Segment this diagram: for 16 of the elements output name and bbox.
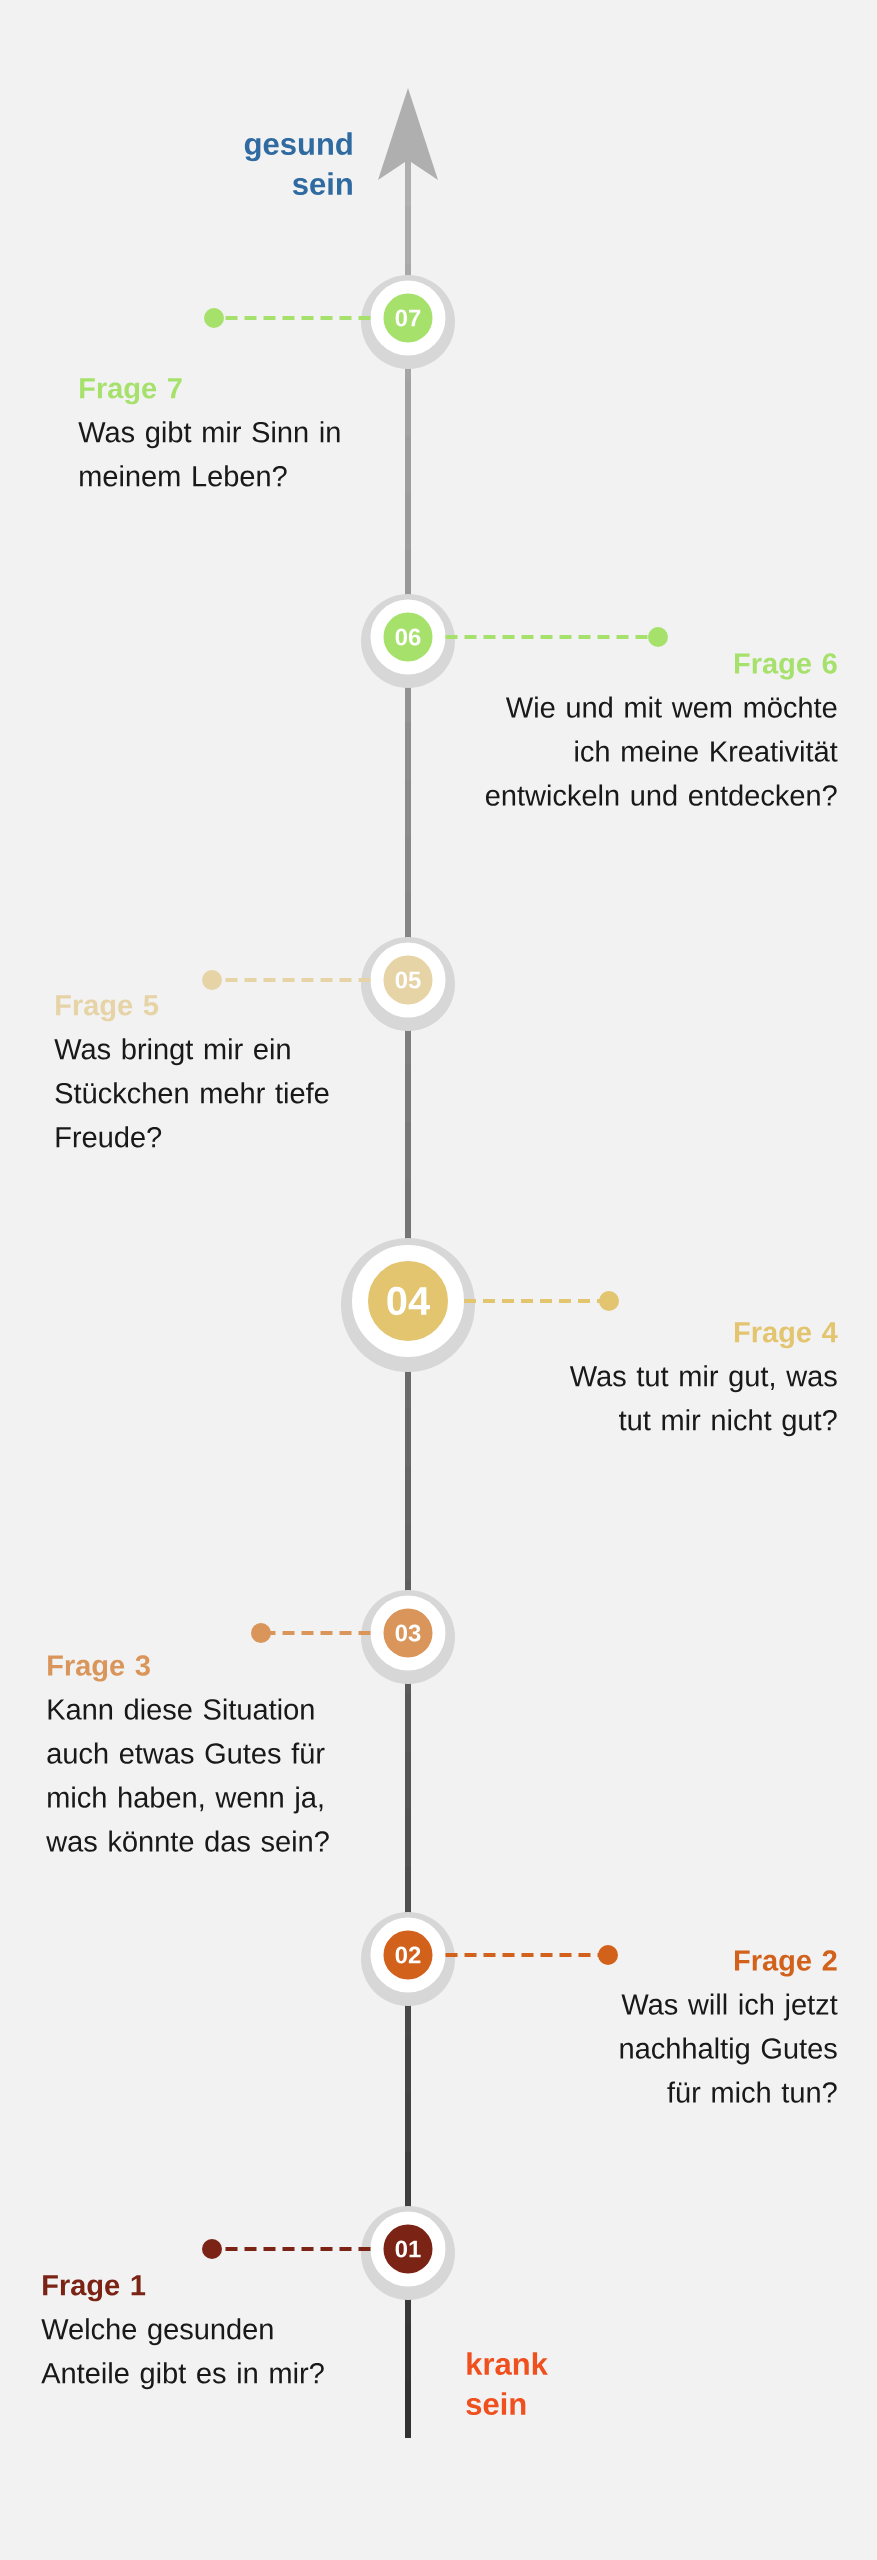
dashed-connector bbox=[204, 308, 371, 328]
question-text: Frage 7 Was gibt mir Sinn in meinem Leben? bbox=[78, 378, 340, 487]
dashed-connector bbox=[251, 1623, 371, 1643]
question-text: Frage 6 Wie und mit wem möchte ich meine Kreativität entwickeln und entdecken? bbox=[485, 653, 838, 806]
question-text: Frage 3 Kann diese Situation auch etwas Gutes für mich haben, wenn ja, was könnte das sein? bbox=[46, 1655, 329, 1852]
dashed-connector bbox=[202, 970, 371, 990]
dashed-connector bbox=[445, 1945, 618, 1965]
question-text: Frage 1 Welche gesunden Anteile gibt es in mir? bbox=[41, 2275, 324, 2390]
dashed-connector bbox=[445, 627, 668, 647]
question-text: Frage 4 Was tut mir gut, was tut mir nicht gut? bbox=[569, 1322, 838, 1437]
dashed-connector bbox=[464, 1291, 619, 1311]
axis-label: gesund sein bbox=[244, 132, 352, 195]
dashed-connector bbox=[202, 2239, 371, 2259]
question-text: Frage 2 Was will ich jetzt nachhaltig Gutes für mich tun? bbox=[620, 1950, 838, 2103]
question-text: Frage 5 Was bringt mir ein Stückchen mehr tiefe Freude? bbox=[54, 995, 329, 1148]
axis-label: krank sein bbox=[466, 2352, 548, 2415]
